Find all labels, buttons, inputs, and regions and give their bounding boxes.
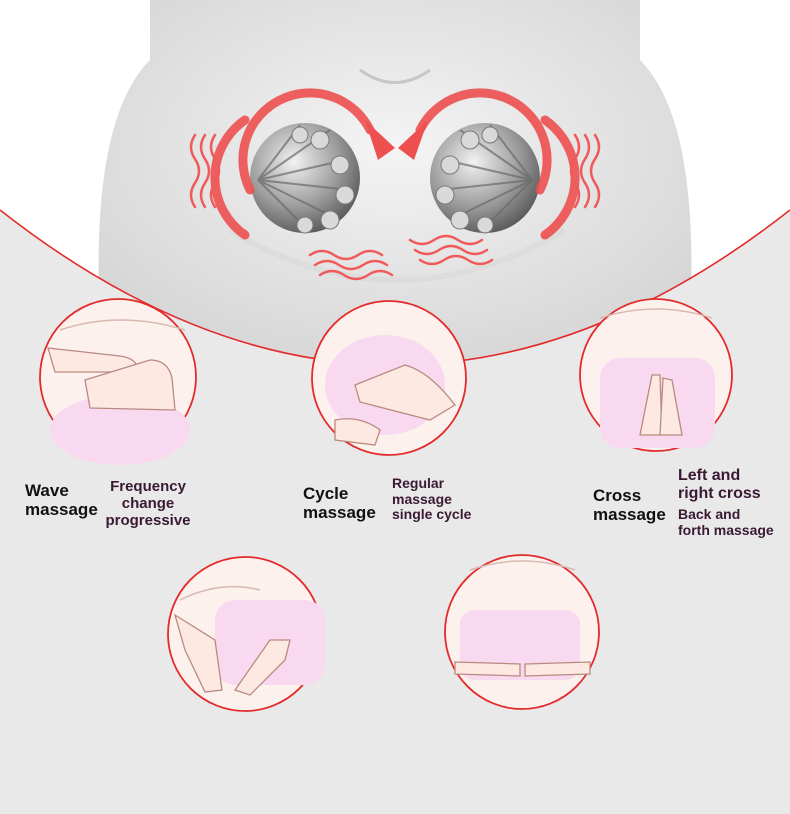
circle-side-massage <box>167 556 325 712</box>
hand-icon <box>454 661 591 677</box>
hand-icon <box>47 347 176 411</box>
cross-massage-description: Left and right cross <box>678 467 761 502</box>
massage-head-icon <box>430 123 540 234</box>
circular-arrow-icon <box>210 88 580 240</box>
cycle-massage-title: Cycle massage <box>303 484 376 523</box>
circle-cross-massage <box>579 298 733 452</box>
cycle-massage-description: Regular massage single cycle <box>392 475 472 523</box>
cross-massage-description-2: Back and forth massage <box>678 506 774 538</box>
arrow-head <box>365 120 395 160</box>
hand-icon <box>639 374 683 436</box>
circle-wave-massage <box>39 298 197 465</box>
circle-cycle-massage <box>311 300 467 456</box>
hand-icon <box>173 613 291 696</box>
wave-massage-description: Frequency change progressive <box>105 478 191 529</box>
arrow-head <box>398 120 428 160</box>
wave-massage-title: Wave massage <box>25 481 98 520</box>
cross-massage-title: Cross massage <box>593 486 666 525</box>
hand-icon <box>334 364 456 446</box>
massage-head-icon <box>250 123 360 234</box>
vibration-wave-icon <box>189 133 601 281</box>
torso <box>98 0 692 370</box>
circle-horizontal-massage <box>444 554 600 710</box>
